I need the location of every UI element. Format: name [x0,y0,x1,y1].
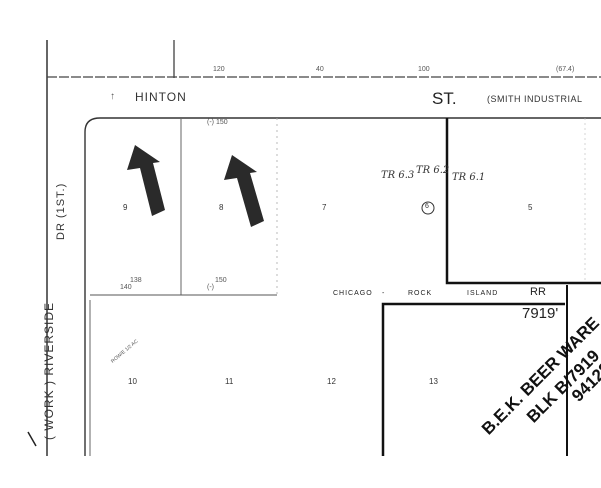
arrow-icon [224,155,264,227]
railroad-label: ISLAND [467,290,499,297]
block-outline [84,117,601,456]
dimension-label: 138 [130,277,142,284]
street-name-riverside: ( WORK ) RIVERSIDE [42,301,56,440]
dimension-label: (-) 150 [207,119,228,126]
dimension-label: 40 [316,66,324,73]
dimension-label: 120 [213,66,225,73]
railroad-label: CHICAGO [333,290,373,297]
street-suffix: ST. [432,89,457,108]
street-name-hinton: HINTON [135,90,187,104]
lot-number: 12 [327,377,336,386]
parcel-5-outline [445,118,601,285]
lot-number: 9 [123,203,128,212]
arrow-icon [127,145,165,216]
tract-label: TR 6.3 [381,170,415,181]
lot-number: 11 [225,377,234,386]
lot-number: 10 [128,377,137,386]
parcel-13-outline [381,302,565,456]
lot-number: 13 [429,377,438,386]
lot-6-circle [421,201,435,215]
street-marker: ↑ [110,91,115,102]
tract-label: TR 6.2 [416,165,450,176]
lot-number: 7 [322,203,327,212]
lot-number: 8 [219,203,224,212]
dimension-label: 140 [120,284,132,291]
railroad-label: - [382,290,385,297]
dimension-label: (-) [207,284,214,291]
lot-number: 5 [528,203,533,212]
tract-label: TR 6.1 [452,172,486,183]
railroad-label: ROCK [408,290,433,297]
dimension-label: (67.4) [556,66,575,73]
lot-number-circled: 6 [425,203,429,210]
street-suffix-dr: DR (1ST.) [55,182,67,240]
railroad-label: RR [530,286,546,298]
dimension-label: 150 [215,277,227,284]
dimension-label: 100 [418,66,430,73]
street-alt-name: (SMITH INDUSTRIAL [487,94,583,104]
parcel-number: 7919' [522,305,559,322]
